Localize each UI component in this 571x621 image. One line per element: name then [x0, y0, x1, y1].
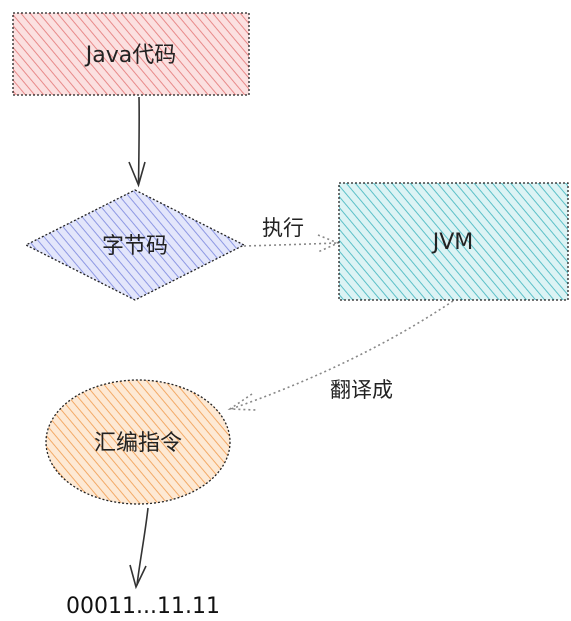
edge-execute: 执行	[243, 216, 341, 253]
java-code-node: Java代码	[12, 12, 250, 96]
java-code-label: Java代码	[84, 43, 176, 68]
machine-code-output: 00011...11.11	[66, 594, 220, 619]
arrow-assembly-to-output	[129, 507, 149, 590]
execute-label: 执行	[262, 216, 304, 240]
assembly-label: 汇编指令	[94, 431, 182, 456]
bytecode-label: 字节码	[102, 234, 168, 259]
bytecode-node: 字节码	[24, 189, 246, 301]
translate-label: 翻译成	[330, 378, 393, 402]
arrow-java-to-bytecode	[128, 96, 146, 188]
jvm-node: JVM	[338, 182, 569, 301]
edge-translate: 翻译成	[227, 300, 454, 411]
jvm-label: JVM	[431, 230, 474, 255]
assembly-node: 汇编指令	[45, 379, 231, 505]
